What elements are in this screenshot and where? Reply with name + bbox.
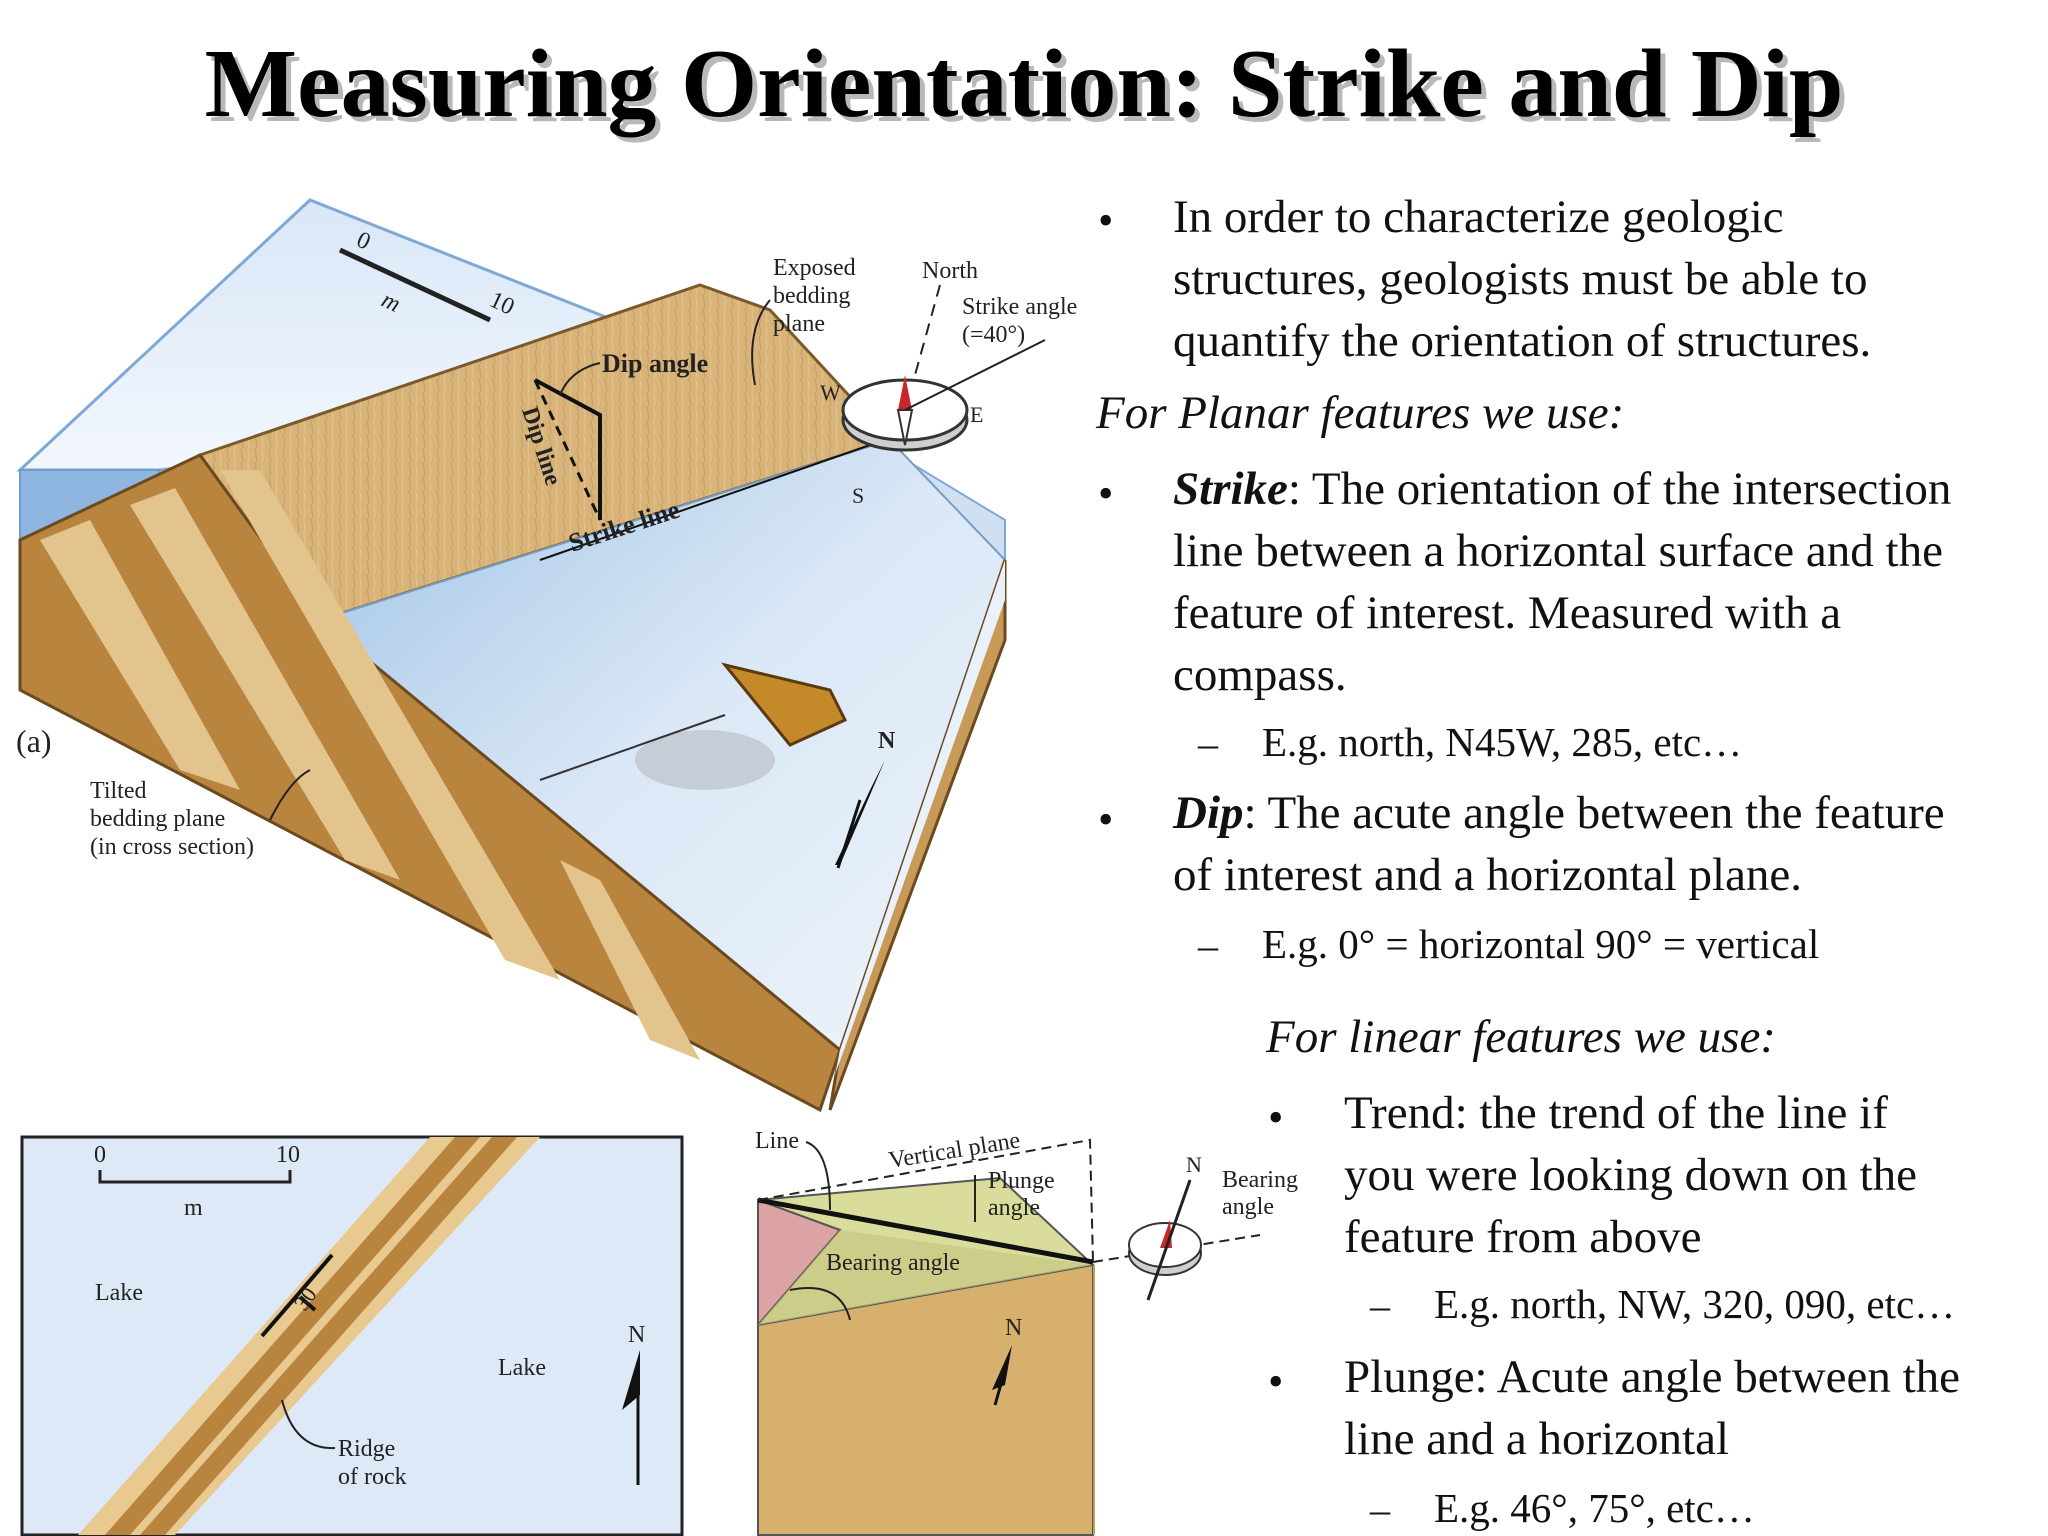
block-c-right-face bbox=[1093, 1265, 1095, 1535]
figure-a-block-diagram bbox=[16, 198, 1046, 1113]
dip-angle-pointer bbox=[559, 362, 601, 396]
dip-line bbox=[533, 379, 602, 521]
tilted-label-2: bedding plane bbox=[90, 806, 225, 832]
compass-s-label: S bbox=[852, 483, 864, 508]
bearing-label-1: Bearing bbox=[1222, 1167, 1298, 1193]
strike-angle-label-1: Strike angle bbox=[962, 294, 1077, 320]
tilted-plane-pointer bbox=[269, 769, 311, 821]
boat bbox=[721, 662, 848, 747]
stratum-light-4 bbox=[560, 860, 700, 1060]
exposed-plane-pointer bbox=[751, 299, 771, 386]
vertical-plane-outline bbox=[757, 1138, 1094, 1263]
ridge-dark-2 bbox=[140, 1137, 517, 1535]
strike-symbol bbox=[260, 1253, 334, 1338]
strike-line-mark bbox=[539, 444, 871, 561]
north-arrow-a-label: N bbox=[878, 728, 896, 754]
tilted-label-3: (in cross section) bbox=[90, 834, 254, 860]
stratum-light-2 bbox=[130, 488, 400, 880]
boat-rope bbox=[539, 714, 726, 781]
north-arrow-b-label: N bbox=[628, 1322, 645, 1348]
ridge-pointer bbox=[281, 1399, 336, 1450]
slide-title: Measuring Orientation: Strike and Dip bbox=[204, 30, 1844, 138]
vertical-plane-label: Vertical plane bbox=[887, 1128, 1022, 1174]
compass-e-label: E bbox=[970, 402, 983, 427]
north-arrow-c-label: N bbox=[1005, 1315, 1022, 1341]
ridge-label-1: Ridge bbox=[338, 1436, 395, 1462]
exposed-label-1: Exposed bbox=[773, 255, 856, 281]
compass-w-label: W bbox=[820, 380, 841, 405]
figure-c-line-diagram bbox=[757, 1138, 1261, 1536]
plunge-label-2: angle bbox=[988, 1195, 1040, 1221]
north-arrow-a-shaft bbox=[836, 799, 862, 869]
tilted-label-1: Tilted bbox=[90, 778, 146, 804]
compass-c-north bbox=[1146, 1179, 1192, 1301]
dip-tick bbox=[298, 1295, 317, 1312]
stratum-light-1 bbox=[40, 520, 240, 790]
north-arrow-b bbox=[622, 1350, 640, 1410]
line-pointer bbox=[805, 1141, 831, 1211]
figure-b-map-view bbox=[20, 1135, 684, 1536]
north-line bbox=[914, 284, 941, 376]
scale-bar-b bbox=[98, 1170, 292, 1184]
bearing-angle-inner-label: Bearing angle bbox=[826, 1250, 960, 1276]
strike-angle-label-2: (=40°) bbox=[962, 322, 1025, 348]
north-label-a: North bbox=[922, 258, 978, 284]
exposed-label-3: plane bbox=[773, 311, 825, 337]
ridge-dark-1 bbox=[105, 1137, 480, 1535]
dip-angle-label: Dip angle bbox=[602, 349, 708, 378]
scale-zero-b: 0 bbox=[94, 1142, 106, 1168]
north-arrow-c-shaft bbox=[993, 1369, 1007, 1406]
scale-unit-b: m bbox=[184, 1195, 203, 1221]
plunge-label-1: Plunge bbox=[988, 1168, 1055, 1194]
panel-label-a: (a) bbox=[16, 723, 52, 759]
north-arrow-c bbox=[992, 1345, 1012, 1390]
exposed-label-2: bedding bbox=[773, 283, 850, 309]
lake-label-right: Lake bbox=[498, 1355, 546, 1381]
compass-a-needle-red bbox=[898, 375, 912, 410]
ridge-label-2: of rock bbox=[338, 1464, 407, 1490]
boat-shadow bbox=[635, 730, 775, 790]
bearing-label-2: angle bbox=[1222, 1194, 1274, 1220]
line-label-c: Line bbox=[755, 1128, 799, 1154]
plunging-line bbox=[757, 1197, 1094, 1265]
bearing-arc bbox=[789, 1287, 851, 1321]
lake-label-left: Lake bbox=[95, 1280, 143, 1306]
strike-angle-line bbox=[904, 339, 1046, 411]
dip-angle-lines bbox=[534, 378, 602, 520]
right-face-water-strip bbox=[835, 560, 1005, 1075]
scale-ten-b: 10 bbox=[276, 1142, 300, 1168]
compass-c-n-label: N bbox=[1186, 1152, 1202, 1177]
stratum-light-3 bbox=[220, 470, 560, 980]
scale-bar-a bbox=[338, 247, 492, 323]
